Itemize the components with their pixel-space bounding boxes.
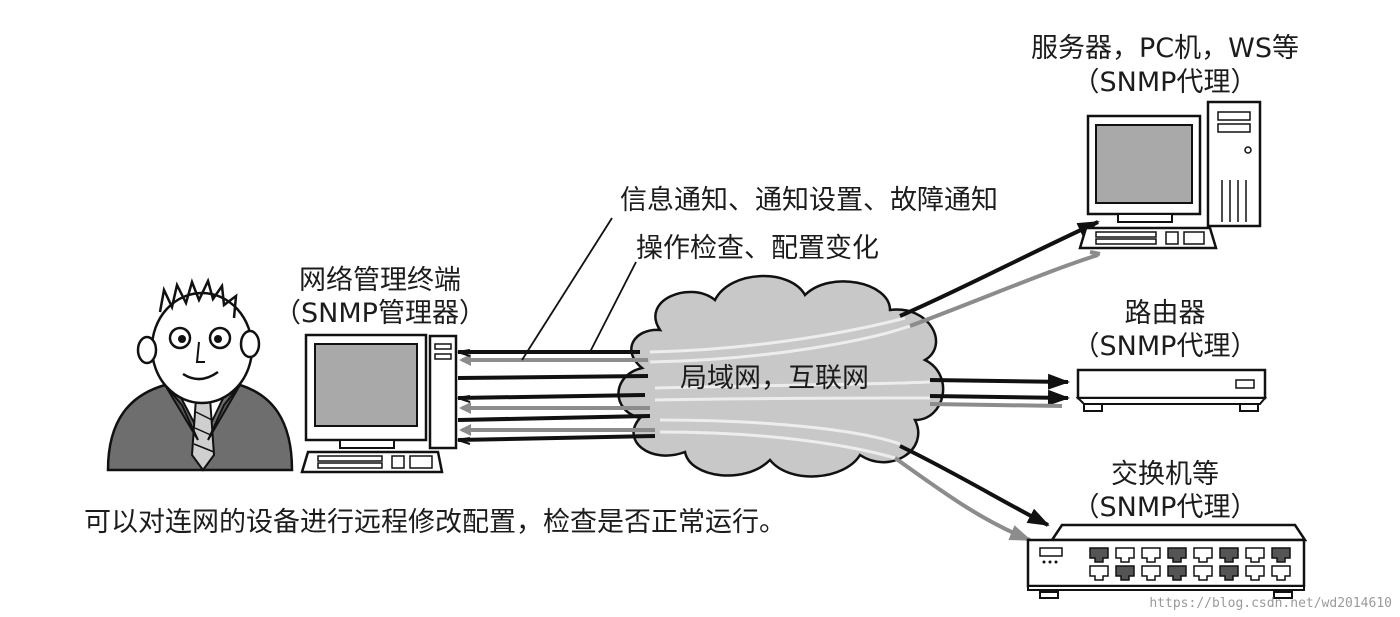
manager-label-line1: 网络管理终端 bbox=[299, 265, 461, 296]
agent-links bbox=[893, 220, 1101, 542]
operate-annotation: 操作检查、配置变化 bbox=[636, 233, 879, 264]
switch-port bbox=[1193, 547, 1213, 563]
switch-port bbox=[1089, 565, 1109, 581]
switch-port bbox=[1141, 547, 1161, 563]
switch-port bbox=[1271, 565, 1291, 581]
switch-port bbox=[1167, 547, 1187, 563]
notify-annotation: 信息通知、通知设置、故障通知 bbox=[620, 185, 998, 216]
person-icon bbox=[106, 277, 294, 472]
network-label: 局域网，互联网 bbox=[680, 363, 869, 394]
caption: 可以对连网的设备进行远程修改配置，检查是否正常运行。 bbox=[84, 507, 786, 538]
cloud-flow-lines bbox=[649, 316, 931, 460]
switch-port bbox=[1245, 565, 1265, 581]
switch-port bbox=[1089, 547, 1109, 563]
server-label-line2: （SNMP代理） bbox=[1072, 67, 1258, 98]
router-label-line2: （SNMP代理） bbox=[1072, 331, 1258, 362]
manager-label-line2: （SNMP管理器） bbox=[274, 298, 486, 329]
watermark: https://blog.csdn.net/wd2014610 bbox=[1149, 596, 1392, 611]
manager-links bbox=[457, 349, 656, 445]
annotation-leaders bbox=[521, 217, 637, 361]
server-computer-icon bbox=[1078, 100, 1262, 250]
switch-port bbox=[1245, 547, 1265, 563]
router-label-line1: 路由器 bbox=[1124, 298, 1206, 329]
switch-port bbox=[1115, 565, 1135, 581]
switch-port bbox=[1193, 565, 1213, 581]
switch-label-line1: 交换机等 bbox=[1111, 459, 1219, 490]
router-icon bbox=[1075, 368, 1268, 412]
switch-port bbox=[1271, 547, 1291, 563]
server-label-line1: 服务器，PC机，WS等 bbox=[1031, 33, 1299, 64]
switch-icon bbox=[1026, 523, 1308, 599]
manager-computer-icon bbox=[300, 333, 458, 474]
switch-port bbox=[1167, 565, 1187, 581]
switch-port bbox=[1141, 565, 1161, 581]
switch-port bbox=[1219, 565, 1239, 581]
switch-port bbox=[1219, 547, 1239, 563]
switch-port bbox=[1115, 547, 1135, 563]
switch-label-line2: （SNMP代理） bbox=[1072, 492, 1258, 523]
